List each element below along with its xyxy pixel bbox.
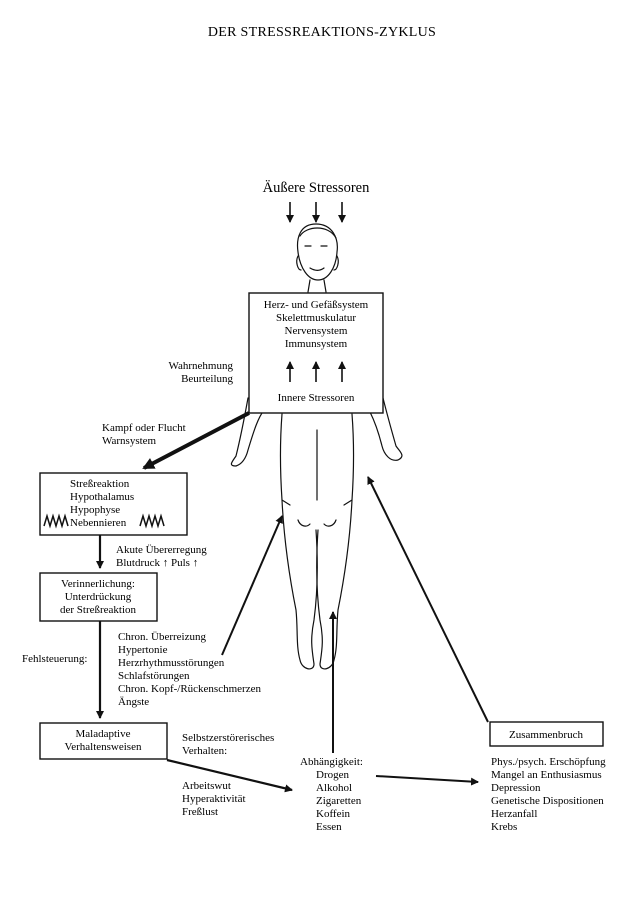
arrow-to-stress-reaction	[142, 411, 250, 470]
collapse-item-5: Herzanfall	[491, 808, 537, 820]
chronic-item-3: Herzrhythmusstörungen	[118, 657, 225, 669]
stress-reaction-suppression-label: der Streßreaktion	[60, 604, 137, 616]
behaviors-title: Verhaltensweisen	[65, 741, 142, 753]
dependence-title: Abhängigkeit:	[300, 756, 363, 768]
blood-pressure-label: Blutdruck ↑ Puls ↑	[116, 557, 198, 569]
arrow-chronic-to-body	[221, 515, 283, 656]
fight-or-flight-label: Kampf oder Flucht	[102, 422, 186, 434]
dependence-item-3: Zigaretten	[316, 795, 362, 807]
collapse-title: Zusammenbruch	[509, 729, 583, 741]
stress-reaction-box	[39, 472, 188, 536]
self-destructive-label: Selbstzerstörerisches	[182, 732, 274, 744]
internal-stressors-label: Innere Stressoren	[278, 392, 355, 404]
body-system-heart: Herz- und Gefäßsystem	[264, 299, 369, 311]
chronic-item-4: Schlafstörungen	[118, 670, 190, 682]
internalization-box	[39, 572, 158, 622]
pituitary-label: Hypophyse	[70, 504, 120, 516]
chronic-item-2: Hypertonie	[118, 644, 168, 656]
collapse-item-1: Phys./psych. Erschöpfung	[491, 756, 606, 768]
collapse-item-4: Genetische Dispositionen	[491, 795, 604, 807]
arrow-to-collapse	[375, 775, 479, 786]
dependence-item-2: Alkohol	[316, 782, 352, 794]
collapse-box	[489, 721, 604, 747]
maladaptive-box	[39, 722, 168, 760]
behavior-item-3: Freßlust	[182, 806, 218, 818]
collapse-item-2: Mangel an Enthusiasmus	[491, 769, 602, 781]
body-system-muscle: Skelettmuskulatur	[276, 312, 356, 324]
internal-stressor-arrows	[286, 361, 346, 382]
behavior-label: Verhalten:	[182, 745, 227, 757]
acute-arousal-label: Akute Übererregung	[116, 544, 207, 556]
misregulation-label: Fehlsteuerung:	[22, 653, 87, 665]
dependence-item-4: Koffein	[316, 808, 351, 820]
diagram-title: DER STRESSREAKTIONS-ZYKLUS	[208, 25, 436, 40]
evaluation-label: Beurteilung	[181, 373, 233, 385]
collapse-item-3: Depression	[491, 782, 541, 794]
collapse-item-6: Krebs	[491, 821, 517, 833]
behavior-item-1: Arbeitswut	[182, 780, 231, 792]
arrow-to-dependence	[166, 758, 293, 793]
zigzag-right-icon	[139, 513, 165, 529]
warning-system-label: Warnsystem	[102, 435, 157, 447]
zigzag-left-icon	[43, 513, 69, 529]
body-system-immune: Immunsystem	[285, 338, 348, 350]
body-systems-box	[248, 292, 384, 414]
chronic-item-1: Chron. Überreizung	[118, 631, 206, 643]
human-figure	[230, 223, 403, 670]
body-system-nerve: Nervensystem	[285, 325, 348, 337]
arrow-collapse-to-body	[367, 476, 489, 723]
external-stressor-arrows	[286, 202, 346, 223]
stress-reaction-title: Streßreaktion	[70, 478, 130, 490]
dependence-item-1: Drogen	[316, 769, 349, 781]
adrenal-label: Nebennieren	[70, 517, 127, 529]
maladaptive-title: Maladaptive	[76, 728, 131, 740]
internalization-title: Verinnerlichung:	[61, 578, 135, 590]
external-stressors-label: Äußere Stressoren	[263, 179, 370, 196]
dependence-item-5: Essen	[316, 821, 342, 833]
suppression-label: Unterdrückung	[65, 591, 132, 603]
chronic-item-5: Chron. Kopf-/Rückenschmerzen	[118, 683, 261, 695]
perception-label: Wahrnehmung	[169, 360, 234, 372]
chronic-item-6: Ängste	[118, 696, 149, 708]
hypothalamus-label: Hypothalamus	[70, 491, 134, 503]
behavior-item-2: Hyperaktivität	[182, 793, 246, 805]
